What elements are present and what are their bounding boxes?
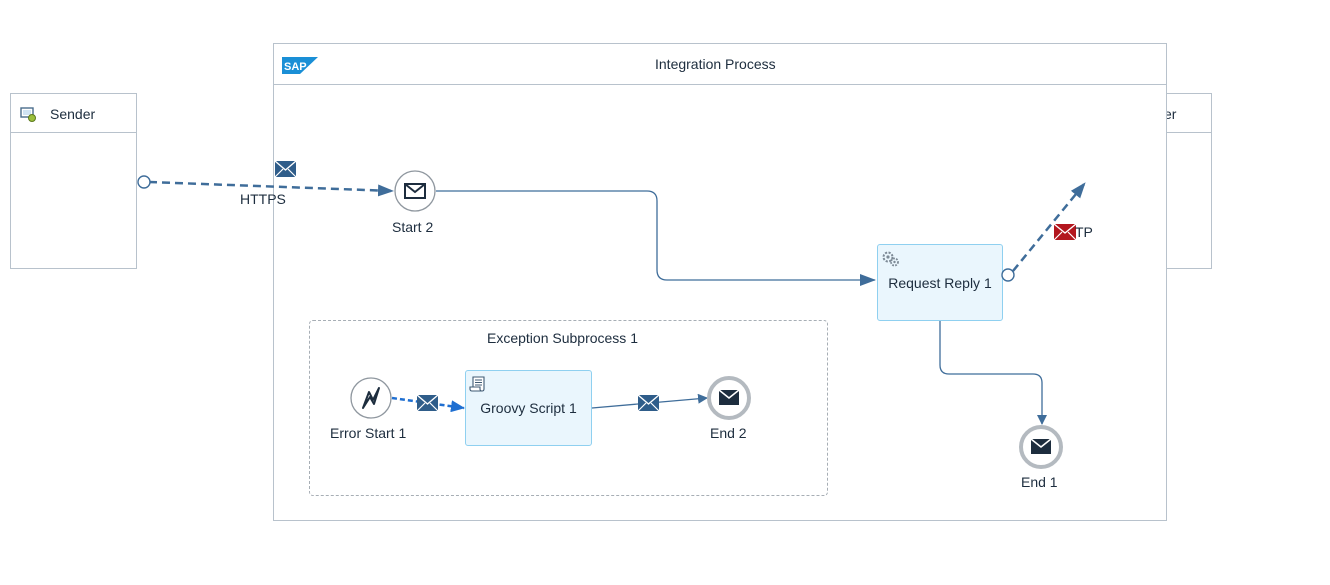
end2-label: End 2 [710,425,747,441]
start2-event[interactable] [394,170,436,212]
receiver-connection-label: TP [1075,224,1093,240]
end1-event[interactable] [1019,425,1063,469]
sender-participant-icon [20,106,36,122]
end1-label: End 1 [1021,474,1058,490]
start2-label: Start 2 [392,219,434,235]
start2-envelope-icon [404,183,426,199]
flow-start2-to-request-reply[interactable] [436,190,876,286]
end2-event[interactable] [707,376,751,420]
exception-subprocess-title: Exception Subprocess 1 [487,330,638,346]
groovy-script-task[interactable]: Groovy Script 1 [465,370,592,446]
gear-icon [881,250,901,268]
sender-pool[interactable]: Sender [10,93,137,269]
https-connection[interactable] [137,175,394,197]
error-start1-label: Error Start 1 [330,425,407,441]
request-reply-task[interactable]: Request Reply 1 [877,244,1003,321]
end1-envelope-icon [1030,438,1052,454]
receiver-pool-header: er [1151,94,1211,133]
receiver-connection[interactable] [1001,182,1086,282]
request-reply-label: Request Reply 1 [888,274,992,291]
error-flow-envelope-icon [416,394,439,412]
end2-envelope-icon [718,389,740,405]
sap-logo: SAP [282,57,318,74]
sender-pool-header: Sender [11,94,136,133]
integration-process-header: SAP Integration Process [274,44,1166,85]
sap-logo-text: SAP [284,61,307,73]
lightning-icon [362,387,380,409]
https-envelope-icon [274,160,297,178]
error-envelope-icon [1053,223,1077,241]
groovy-flow-envelope-icon [637,394,660,412]
groovy-script-label: Groovy Script 1 [480,400,577,416]
flow-request-reply-to-end1[interactable] [939,321,1047,425]
https-connection-label: HTTPS [240,191,286,207]
receiver-label: er [1164,106,1177,122]
exception-subprocess[interactable]: Exception Subprocess 1 [309,320,828,496]
integration-process-title: Integration Process [655,56,776,72]
sender-label: Sender [50,106,96,122]
script-icon [469,375,487,393]
integration-process-pool[interactable]: SAP Integration Process [273,43,1167,521]
error-start1-event[interactable] [350,377,392,419]
